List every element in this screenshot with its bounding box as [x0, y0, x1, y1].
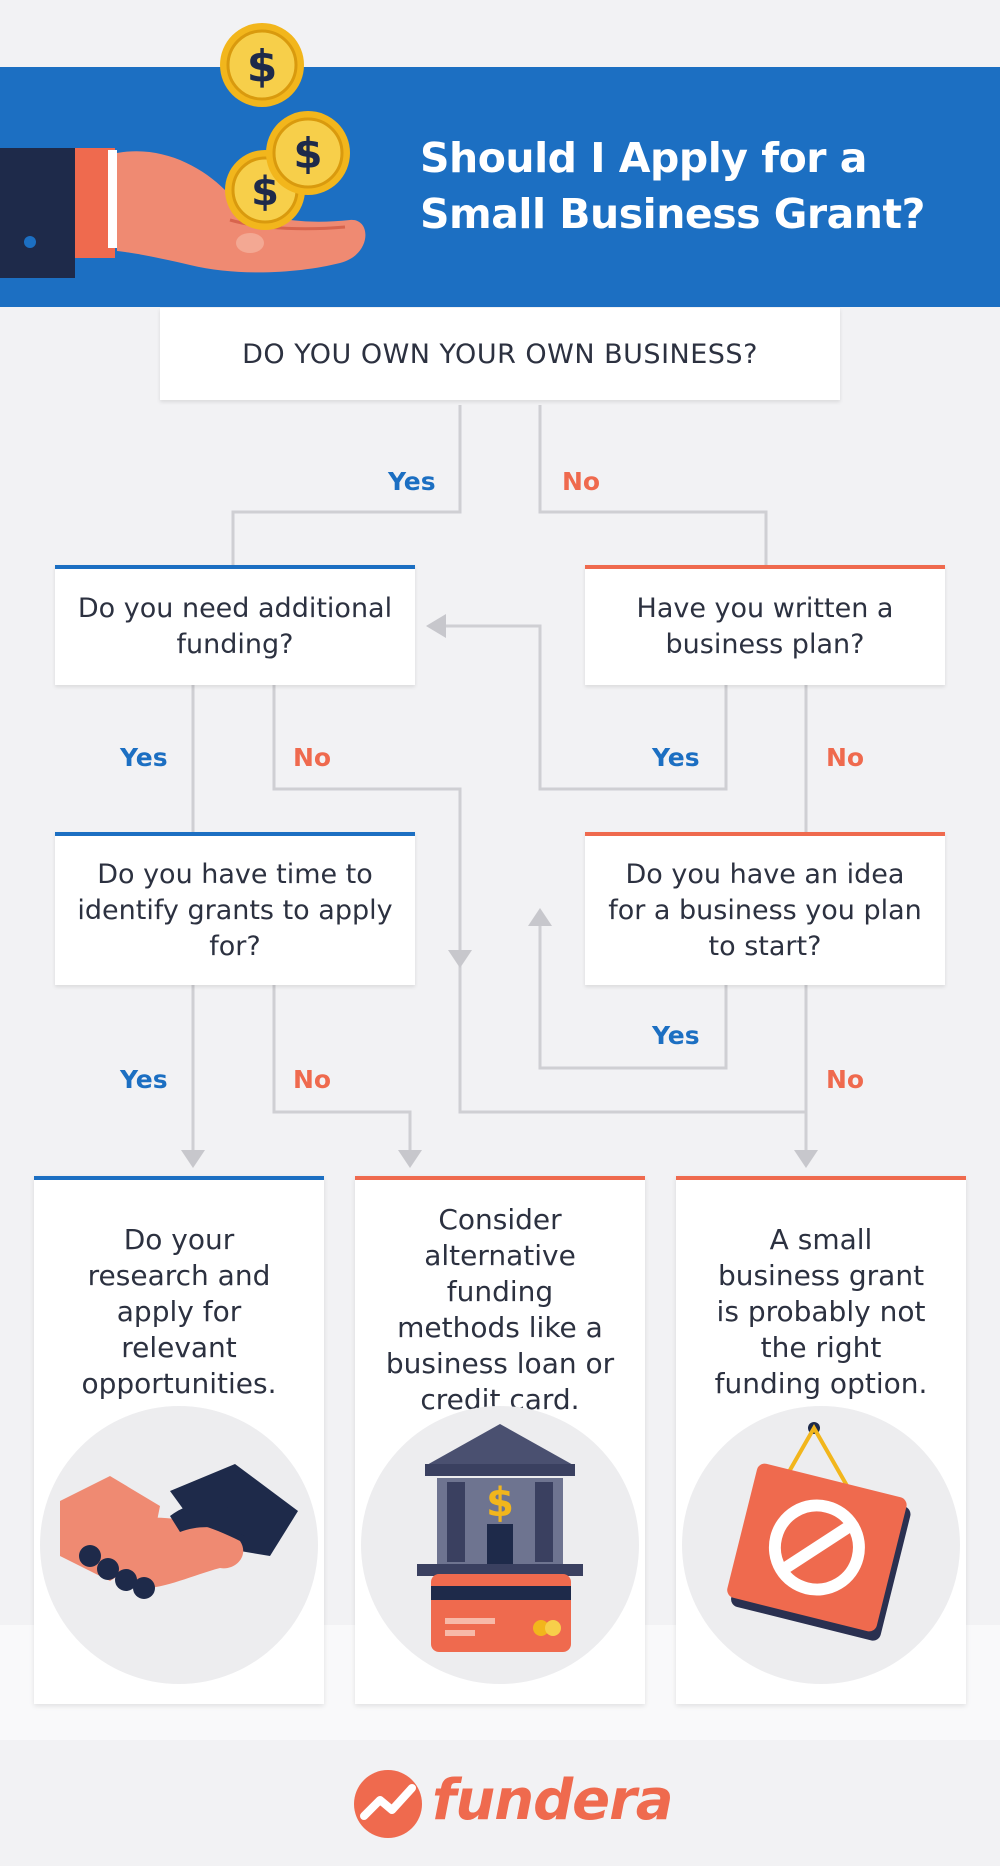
question-business-plan: Have you written a business plan?	[585, 565, 945, 685]
coin-icon: $	[220, 23, 304, 107]
question-text: DO YOU OWN YOUR OWN BUSINESS?	[242, 338, 758, 370]
illustration-circle	[682, 1406, 960, 1684]
bank-card-icon: $	[417, 1424, 583, 1652]
illustration-circle	[40, 1406, 318, 1684]
outcome-text: Do your research and apply for relevant …	[81, 1223, 277, 1400]
yes-label: Yes	[652, 1021, 700, 1050]
footer	[0, 1740, 1000, 1866]
svg-text:$: $	[293, 129, 322, 178]
yes-label: Yes	[388, 467, 436, 496]
question-own-business: DO YOU OWN YOUR OWN BUSINESS?	[160, 308, 840, 400]
svg-text:$: $	[247, 41, 278, 92]
title-line-1: Should I Apply for a	[420, 134, 867, 182]
question-additional-funding: Do you need additional funding?	[55, 565, 415, 685]
outcome-research: Do your research and apply for relevant …	[34, 1176, 324, 1704]
no-label: No	[293, 743, 332, 772]
illustration-circle: $	[361, 1406, 639, 1684]
outcome-not-right-option: A small business grant is probably not t…	[676, 1176, 966, 1704]
yes-label: Yes	[652, 743, 700, 772]
fundera-logo-icon	[354, 1770, 422, 1838]
question-text: Do you have time to identify grants to a…	[77, 858, 393, 962]
question-time-for-grants: Do you have time to identify grants to a…	[55, 832, 415, 985]
hand-coins-illustration: $ $ $	[0, 23, 366, 278]
svg-text:$: $	[486, 1480, 514, 1526]
brand-logo-text[interactable]: fundera	[432, 1768, 674, 1833]
question-business-idea: Do you have an idea for a business you p…	[585, 832, 945, 985]
title-line-2: Small Business Grant?	[420, 190, 925, 238]
outcome-text: Consider alternative funding methods lik…	[385, 1203, 615, 1416]
sleeve-icon	[0, 148, 75, 278]
question-text: Have you written a business plan?	[636, 593, 894, 660]
outcome-text: A small business grant is probably not t…	[714, 1223, 928, 1400]
no-label: No	[562, 467, 601, 496]
question-text: Do you have an idea for a business you p…	[608, 858, 922, 962]
no-label: No	[826, 743, 865, 772]
no-sign-icon	[727, 1422, 911, 1641]
yes-label: Yes	[120, 743, 168, 772]
handshake-icon	[60, 1464, 298, 1599]
coin-icon: $	[266, 111, 350, 195]
yes-label: Yes	[120, 1065, 168, 1094]
page-title: Should I Apply for a Small Business Gran…	[420, 130, 980, 242]
question-text: Do you need additional funding?	[77, 593, 393, 660]
no-label: No	[826, 1065, 865, 1094]
no-label: No	[293, 1065, 332, 1094]
outcome-alternative-funding: Consider alternative funding methods lik…	[355, 1176, 645, 1704]
